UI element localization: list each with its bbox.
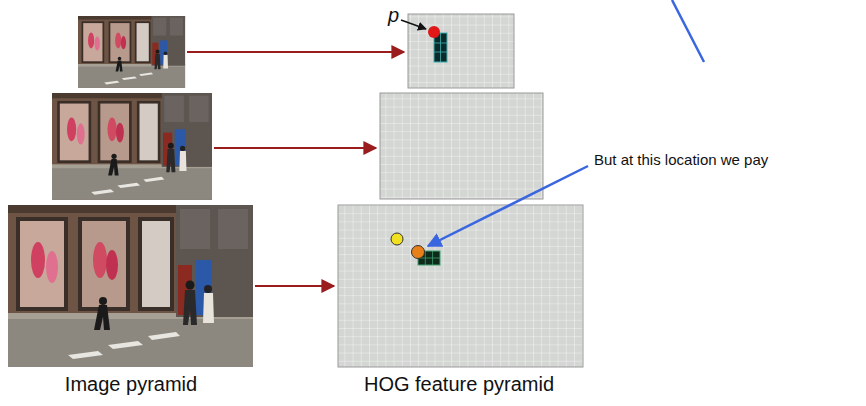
mapping-arrow (214, 147, 376, 149)
caption-label: HOG feature pyramid (364, 373, 554, 396)
scene-image-large (8, 205, 253, 367)
callout-arrow (428, 166, 588, 246)
position-dot (428, 26, 440, 38)
scene-image-small (78, 16, 185, 88)
scene-image-medium (52, 93, 212, 200)
hog-grid-small (408, 14, 514, 88)
point-label: p (388, 4, 399, 27)
mapping-arrow (255, 285, 334, 287)
callout-text: But at this location we pay (594, 151, 768, 168)
pointer-arrow (401, 20, 426, 29)
caption-label: Image pyramid (65, 373, 197, 396)
callout-line (672, 0, 704, 62)
mapping-arrow (187, 51, 404, 53)
hog-grid-medium (380, 93, 543, 199)
position-dot (391, 233, 403, 245)
position-dot (412, 246, 425, 259)
